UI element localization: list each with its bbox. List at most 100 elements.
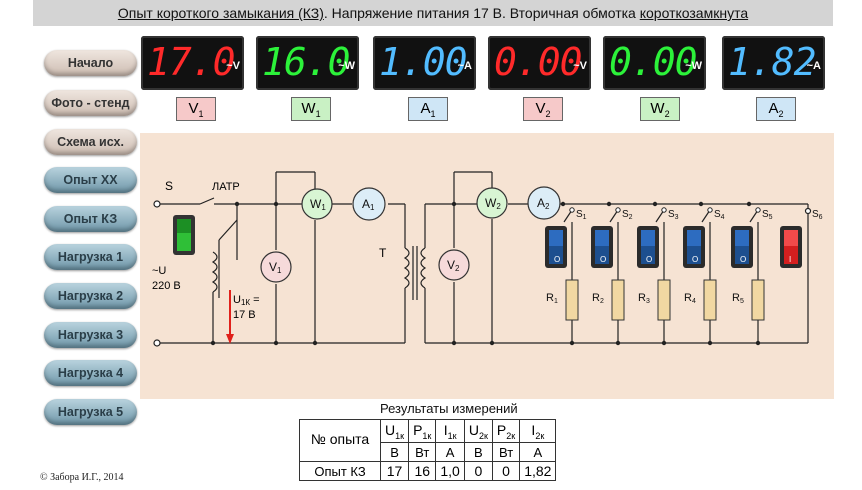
title-voltage: . Напряжение питания 17 В. Вторичная обм… [323, 5, 640, 21]
meter-label-letter: A [768, 100, 779, 117]
nav-load-4-button[interactable]: Нагрузка 4 [44, 360, 137, 386]
switch-label: S5 [762, 209, 773, 221]
source-voltage-value: 220 В [152, 280, 181, 292]
results-value-cell: 16 [408, 461, 437, 481]
results-header-cell: № опыта [299, 419, 381, 462]
instrument-label: V1 [269, 260, 282, 275]
meter-display-2: 16.0~W [256, 36, 359, 90]
instrument-w2: W2 [476, 187, 508, 219]
resistor-label: R4 [684, 292, 696, 305]
instrument-label: A2 [537, 196, 550, 211]
switch-label: S6 [812, 209, 823, 221]
meter-value: 16.0 [262, 40, 351, 84]
resistor-r3: R3 [638, 279, 671, 321]
resistor-r5: R5 [732, 279, 765, 321]
meter-label-index: 1 [198, 109, 204, 119]
meter-value: 0.00 [609, 40, 698, 84]
results-unit-cell: В [463, 442, 493, 462]
meter-unit: ~A [806, 60, 821, 72]
load-switch-1[interactable]: O [545, 226, 567, 268]
nav-start-button[interactable]: Начало [44, 50, 137, 76]
meter-label-4: V2 [523, 97, 563, 121]
results-header-cell: P2к [491, 419, 521, 443]
resistor-r4: R4 [684, 279, 717, 321]
meter-label-letter: V [188, 100, 199, 117]
nav-scheme-button[interactable]: Схема исх. [44, 129, 137, 155]
results-unit-cell: А [519, 442, 557, 462]
meter-label-6: A2 [756, 97, 796, 121]
instrument-label: V2 [447, 258, 460, 273]
load-switch-4[interactable]: O [683, 226, 705, 268]
nav-photo-button[interactable]: Фото - стенд [44, 90, 137, 116]
u1k-label: U1К = [233, 294, 260, 307]
meter-value: 0.00 [494, 40, 583, 84]
meter-unit: ~V [226, 60, 240, 72]
meter-display-6: 1.82~A [722, 36, 825, 90]
nav-load-5-button[interactable]: Нагрузка 5 [44, 399, 137, 425]
results-header-cell: P1к [408, 419, 437, 443]
instrument-v1: V1 [260, 251, 292, 283]
meter-label-index: 2 [778, 109, 784, 119]
meter-value: 17.0 [147, 40, 236, 84]
nav-load-3-button[interactable]: Нагрузка 3 [44, 322, 137, 348]
instrument-a1: A1 [352, 187, 386, 221]
results-value-cell: 17 [379, 461, 410, 481]
meter-label-letter: W [301, 100, 316, 117]
title-shorted: короткозамкнута [639, 5, 749, 21]
results-header-cell: U1к [379, 419, 410, 443]
instrument-v2: V2 [438, 249, 470, 281]
instrument-a2: A2 [527, 186, 561, 220]
u1k-arrow [226, 290, 234, 344]
results-value-cell: 0 [491, 461, 521, 481]
meter-unit: ~V [573, 60, 587, 72]
meter-display-4: 0.00~V [488, 36, 591, 90]
meter-label-2: W1 [291, 97, 331, 121]
meter-display-5: 0.00~W [603, 36, 706, 90]
meter-label-1: V1 [176, 97, 216, 121]
results-header-cell: I2к [519, 419, 557, 443]
copyright: © Забора И.Г., 2014 [40, 472, 124, 483]
meter-label-index: 2 [664, 109, 670, 119]
meter-label-index: 1 [315, 109, 321, 119]
resistor-label: R2 [592, 292, 604, 305]
switch-off-mark: O [554, 255, 560, 264]
transformer-label: T [379, 246, 387, 260]
results-value-cell: Опыт КЗ [299, 461, 381, 481]
page-title: Опыт короткого замыкания (КЗ). Напряжени… [33, 0, 833, 26]
meter-label-3: A1 [408, 97, 448, 121]
switch-label: S2 [622, 209, 633, 221]
meter-unit: ~A [457, 60, 472, 72]
nav-open-circuit-button[interactable]: Опыт ХХ [44, 167, 137, 193]
instrument-label: A1 [362, 197, 375, 212]
switch-off-mark: O [692, 255, 698, 264]
instrument-label: W2 [485, 196, 501, 211]
switch-off-mark: O [646, 255, 652, 264]
source-voltage-label: ~U [152, 265, 166, 277]
meter-unit: ~W [338, 60, 355, 72]
switch-off-mark: O [600, 255, 606, 264]
nav-short-circuit-button[interactable]: Опыт КЗ [44, 206, 137, 232]
circuit-panel [140, 133, 834, 399]
load-switch-3[interactable]: O [637, 226, 659, 268]
meter-label-letter: A [420, 100, 431, 117]
nav-load-1-button[interactable]: Нагрузка 1 [44, 244, 137, 270]
meter-label-index: 2 [545, 109, 551, 119]
switch-label: S1 [576, 209, 587, 221]
nav-load-2-button[interactable]: Нагрузка 2 [44, 283, 137, 309]
load-switch-5[interactable]: O [731, 226, 753, 268]
results-unit-cell: Вт [408, 442, 437, 462]
short-circuit-switch-s6[interactable]: I [780, 226, 802, 268]
resistor-label: R5 [732, 292, 744, 305]
main-power-switch[interactable] [173, 215, 195, 255]
switch-off-mark: O [740, 255, 746, 264]
load-switch-2[interactable]: O [591, 226, 613, 268]
switch-label: S4 [714, 209, 725, 221]
results-header-cell: I1к [435, 419, 465, 443]
results-value-cell: 1,82 [519, 461, 557, 481]
results-unit-cell: А [435, 442, 465, 462]
switch-label: S3 [668, 209, 679, 221]
title-experiment: Опыт короткого замыкания (КЗ) [117, 5, 324, 21]
meter-display-3: 1.00~A [373, 36, 476, 90]
